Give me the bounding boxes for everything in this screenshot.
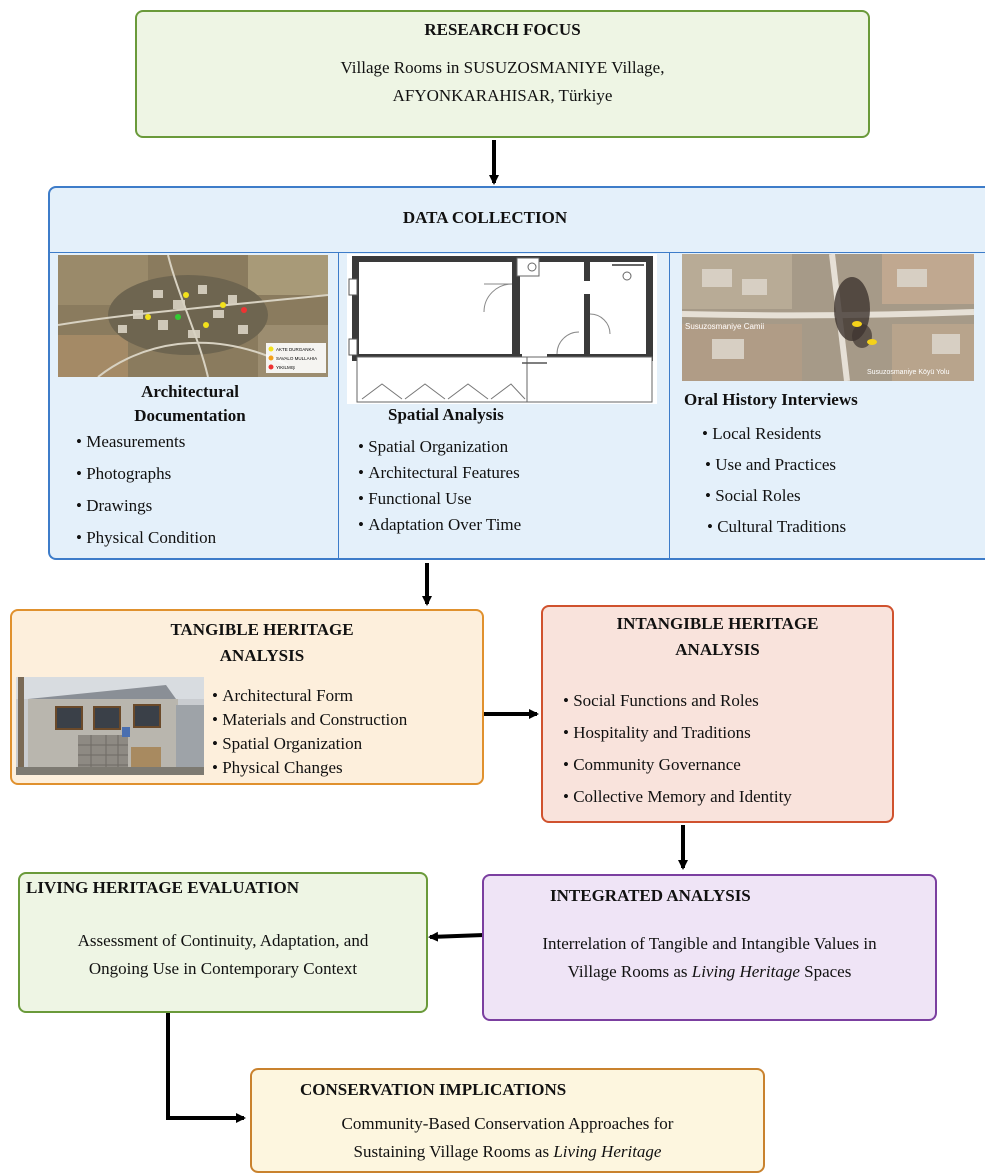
- list-item: Cultural Traditions: [707, 511, 846, 542]
- research-focus-text: Village Rooms in SUSUZOSMANIYE Village, …: [340, 58, 665, 105]
- column-divider: [338, 252, 339, 558]
- tangible-heritage-list: Architectural Form Materials and Constru…: [212, 684, 407, 780]
- architectural-documentation-title: Architectural Documentation: [134, 382, 246, 425]
- list-item: Functional Use: [358, 486, 521, 512]
- list-item: Spatial Organization: [212, 732, 407, 756]
- list-item: Measurements: [76, 426, 216, 458]
- living-heritage-text: Assessment of Continuity, Adaptation, an…: [77, 931, 369, 978]
- oral-history-title: Oral History Interviews: [684, 390, 858, 409]
- list-item: Social Roles: [705, 480, 846, 511]
- list-item: Materials and Construction: [212, 708, 407, 732]
- intangible-heritage-list: Social Functions and Roles Hospitality a…: [563, 685, 792, 813]
- list-item: Community Governance: [563, 749, 792, 781]
- conservation-implications-box: CONSERVATION IMPLICATIONS Community-Base…: [250, 1068, 765, 1173]
- map-legend-label: SAVALO MULLAHIA: [276, 356, 317, 361]
- list-item: Spatial Organization: [358, 434, 521, 460]
- integrated-analysis-box: INTEGRATED ANALYSIS Interrelation of Tan…: [482, 874, 937, 1021]
- map-place-label: Susuzosmaniye Köyü Yolu: [867, 369, 950, 376]
- conservation-implications-title: CONSERVATION IMPLICATIONS: [300, 1080, 567, 1099]
- list-item: Architectural Form: [212, 684, 407, 708]
- map-legend-label: AKTE DURGANKA: [276, 347, 315, 352]
- living-heritage-title: LIVING HERITAGE EVALUATION: [26, 878, 300, 897]
- research-focus-title: RESEARCH FOCUS: [424, 20, 581, 39]
- map-legend-label: YIKILMIŞ: [276, 365, 295, 370]
- list-item: Physical Condition: [76, 522, 216, 554]
- list-item: Local Residents: [702, 418, 846, 449]
- living-heritage-box: LIVING HERITAGE EVALUATION Assessment of…: [18, 872, 428, 1013]
- list-item: Physical Changes: [212, 756, 407, 780]
- floor-plan-drawing: [347, 254, 657, 404]
- intangible-heritage-title: INTANGIBLE HERITAGE ANALYSIS: [616, 614, 819, 659]
- tangible-heritage-title: TANGIBLE HERITAGE ANALYSIS: [170, 620, 354, 665]
- list-item: Social Functions and Roles: [563, 685, 792, 717]
- integrated-analysis-text: Interrelation of Tangible and Intangible…: [542, 934, 877, 981]
- village-room-photo: [16, 677, 204, 775]
- list-item: Use and Practices: [705, 449, 846, 480]
- arrow-integrated-to-living: [428, 931, 485, 942]
- oral-history-list: Local Residents Use and Practices Social…: [702, 418, 846, 542]
- conservation-implications-text: Community-Based Conservation Approaches …: [341, 1114, 674, 1161]
- list-item: Photographs: [76, 458, 216, 490]
- map-place-label: Susuzosmaniye Camii: [685, 322, 764, 331]
- architectural-documentation-list: Measurements Photographs Drawings Physic…: [76, 426, 216, 554]
- list-item: Hospitality and Traditions: [563, 717, 792, 749]
- list-item: Drawings: [76, 490, 216, 522]
- village-room-location-map: Susuzosmaniye Camii Susuzosmaniye Köyü Y…: [682, 254, 974, 381]
- intangible-heritage-box: INTANGIBLE HERITAGE ANALYSIS Social Func…: [541, 605, 894, 823]
- village-satellite-map: AKTE DURGANKA SAVALO MULLAHIA YIKILMIŞ: [58, 255, 328, 377]
- list-item: Collective Memory and Identity: [563, 781, 792, 813]
- spatial-analysis-title: Spatial Analysis: [388, 405, 504, 424]
- research-focus-box: RESEARCH FOCUS Village Rooms in SUSUZOSM…: [135, 10, 870, 138]
- data-collection-header-divider: [50, 252, 985, 253]
- column-divider: [669, 252, 670, 558]
- list-item: Architectural Features: [358, 460, 521, 486]
- arrow-living-to-conservation: [166, 965, 246, 1123]
- list-item: Adaptation Over Time: [358, 512, 521, 538]
- data-collection-title: DATA COLLECTION: [402, 208, 568, 227]
- integrated-analysis-title: INTEGRATED ANALYSIS: [550, 886, 751, 905]
- spatial-analysis-list: Spatial Organization Architectural Featu…: [358, 434, 521, 538]
